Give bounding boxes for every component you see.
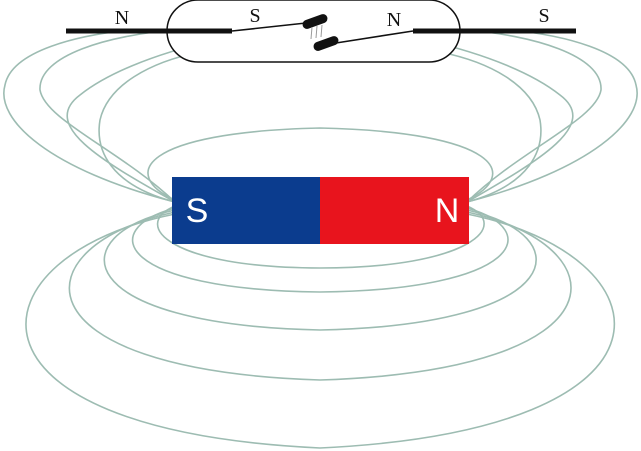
field-line-bottom-loop-5: [25, 213, 615, 449]
right-lead-label: S: [538, 5, 549, 27]
field-line-left-2: [39, 29, 176, 203]
magnetic-field-lines: [3, 29, 638, 449]
right-reed-contact: [313, 36, 339, 51]
field-line-left-1: [66, 39, 216, 203]
field-line-top-loop: [147, 127, 494, 201]
left-lead-label: N: [115, 7, 129, 29]
field-line-right-1: [424, 39, 574, 203]
magnet-north-pole: [320, 177, 469, 244]
field-line-bottom-loop-1: [156, 205, 485, 269]
left-reed-blade: [231, 22, 307, 32]
field-line-right-4: [439, 51, 542, 203]
bar-magnet: [172, 177, 469, 244]
magnet-south-label: S: [186, 192, 209, 230]
field-line-right-3: [466, 29, 638, 203]
right-reed-label: N: [387, 9, 401, 31]
field-line-left-4: [98, 51, 201, 203]
magnet-south-pole: [172, 177, 320, 244]
field-line-bottom-loop-3: [103, 209, 537, 331]
left-reed-label: S: [249, 5, 260, 27]
magnet-north-label: N: [435, 192, 460, 230]
contact-gap-lines: [310, 24, 323, 40]
field-line-bottom-loop-2: [132, 207, 509, 293]
field-line-left-3: [3, 29, 176, 203]
field-line-bottom-loop-4: [68, 211, 572, 381]
left-reed-contact: [302, 14, 328, 29]
reed-switch: [66, 0, 576, 63]
right-reed-blade: [335, 30, 414, 44]
field-line-right-2: [465, 29, 602, 203]
